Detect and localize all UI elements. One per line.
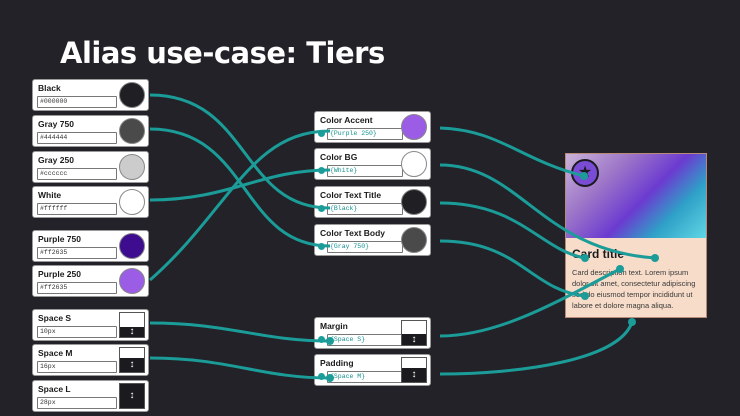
wire-card-to-accent (439, 126, 585, 178)
alias-name: Color Text Title (320, 190, 382, 200)
token-name: Black (38, 83, 61, 93)
token-name: Gray 250 (38, 155, 74, 165)
token-name: Purple 750 (38, 234, 81, 244)
token-space-m[interactable]: Space M 16px ↕ (32, 344, 149, 376)
token-purple-250[interactable]: Purple 250 #ff2635 (32, 265, 149, 297)
page-title: Alias use-case: Tiers (60, 36, 385, 70)
alias-color-bg[interactable]: Color BG {White} (314, 148, 431, 180)
alias-padding[interactable]: Padding {Space M} ↕ (314, 354, 431, 386)
token-name: Purple 250 (38, 269, 81, 279)
alias-name: Padding (320, 358, 354, 368)
alias-name: Color BG (320, 152, 358, 162)
alias-reference: {Gray 750} (327, 241, 403, 253)
spacing-preview: ↕ (119, 383, 145, 409)
resize-vertical-icon: ↕ (120, 384, 144, 408)
alias-margin[interactable]: Margin {Space S} ↕ (314, 317, 431, 349)
token-value: #ff2635 (37, 282, 117, 294)
token-value: #ffffff (37, 203, 117, 215)
wire-card-to-body (439, 239, 586, 298)
token-space-s[interactable]: Space S 10px ↕ (32, 309, 149, 341)
color-swatch (119, 82, 145, 108)
token-value: 16px (37, 361, 117, 373)
star-icon: ★ (571, 159, 599, 187)
card-description: Card description text. Lorem ipsum dolor… (572, 268, 696, 310)
wire-margin-to-space-s (149, 321, 331, 343)
alias-color-accent[interactable]: Color Accent {Purple 250} (314, 111, 431, 143)
color-swatch (401, 151, 427, 177)
color-swatch (119, 268, 145, 294)
token-name: Space M (38, 348, 73, 358)
alias-color-text-title[interactable]: Color Text Title {Black} (314, 186, 431, 218)
color-swatch (119, 189, 145, 215)
wire-accent-to-purple250 (149, 129, 331, 282)
connector-dot (318, 130, 325, 137)
color-swatch (401, 227, 427, 253)
wire-endpoint (628, 318, 636, 326)
alias-name: Color Text Body (320, 228, 386, 238)
resize-vertical-icon: ↕ (402, 334, 426, 345)
token-value: #ff2635 (37, 247, 117, 259)
token-white[interactable]: White #ffffff (32, 186, 149, 218)
spacing-preview: ↕ (119, 347, 145, 373)
wire-card-to-padding (439, 321, 634, 376)
token-black[interactable]: Black #000000 (32, 79, 149, 111)
spacing-preview: ↕ (401, 357, 427, 383)
connector-dot (318, 243, 325, 250)
card-title: Card title (572, 247, 625, 261)
wire-card-to-title (439, 201, 586, 260)
color-swatch (119, 233, 145, 259)
alias-reference: {Space S} (327, 334, 403, 346)
card-component[interactable]: ★ Card title Card description text. Lore… (565, 153, 707, 318)
alias-reference: {Space M} (327, 371, 403, 383)
alias-name: Margin (320, 321, 348, 331)
token-space-l[interactable]: Space L 28px ↕ (32, 380, 149, 412)
wire-bg-to-white (149, 168, 331, 202)
alias-reference: {Purple 250} (327, 128, 403, 140)
token-name: White (38, 190, 62, 200)
resize-vertical-icon: ↕ (120, 327, 144, 337)
color-swatch (119, 118, 145, 144)
connector-dot (318, 205, 325, 212)
connector-dot (318, 167, 325, 174)
alias-name: Color Accent (320, 115, 373, 125)
token-value: 10px (37, 326, 117, 338)
token-name: Space S (38, 313, 72, 323)
color-swatch (119, 154, 145, 180)
color-swatch (401, 189, 427, 215)
wire-title-to-black (149, 93, 331, 210)
token-value: #cccccc (37, 168, 117, 180)
wire-padding-to-space-m (149, 356, 331, 380)
token-value: 28px (37, 397, 117, 409)
alias-color-text-body[interactable]: Color Text Body {Gray 750} (314, 224, 431, 256)
token-value: #444444 (37, 132, 117, 144)
token-gray-250[interactable]: Gray 250 #cccccc (32, 151, 149, 183)
color-swatch (401, 114, 427, 140)
alias-reference: {Black} (327, 203, 403, 215)
spacing-preview: ↕ (401, 320, 427, 346)
connector-dot (318, 336, 325, 343)
resize-vertical-icon: ↕ (120, 357, 144, 372)
wire-body-to-gray750 (149, 127, 331, 248)
token-purple-750[interactable]: Purple 750 #ff2635 (32, 230, 149, 262)
token-name: Space L (38, 384, 71, 394)
token-gray-750[interactable]: Gray 750 #444444 (32, 115, 149, 147)
alias-reference: {White} (327, 165, 403, 177)
resize-vertical-icon: ↕ (402, 367, 426, 382)
token-name: Gray 750 (38, 119, 74, 129)
token-value: #000000 (37, 96, 117, 108)
connector-dot (318, 373, 325, 380)
spacing-preview: ↕ (119, 312, 145, 338)
